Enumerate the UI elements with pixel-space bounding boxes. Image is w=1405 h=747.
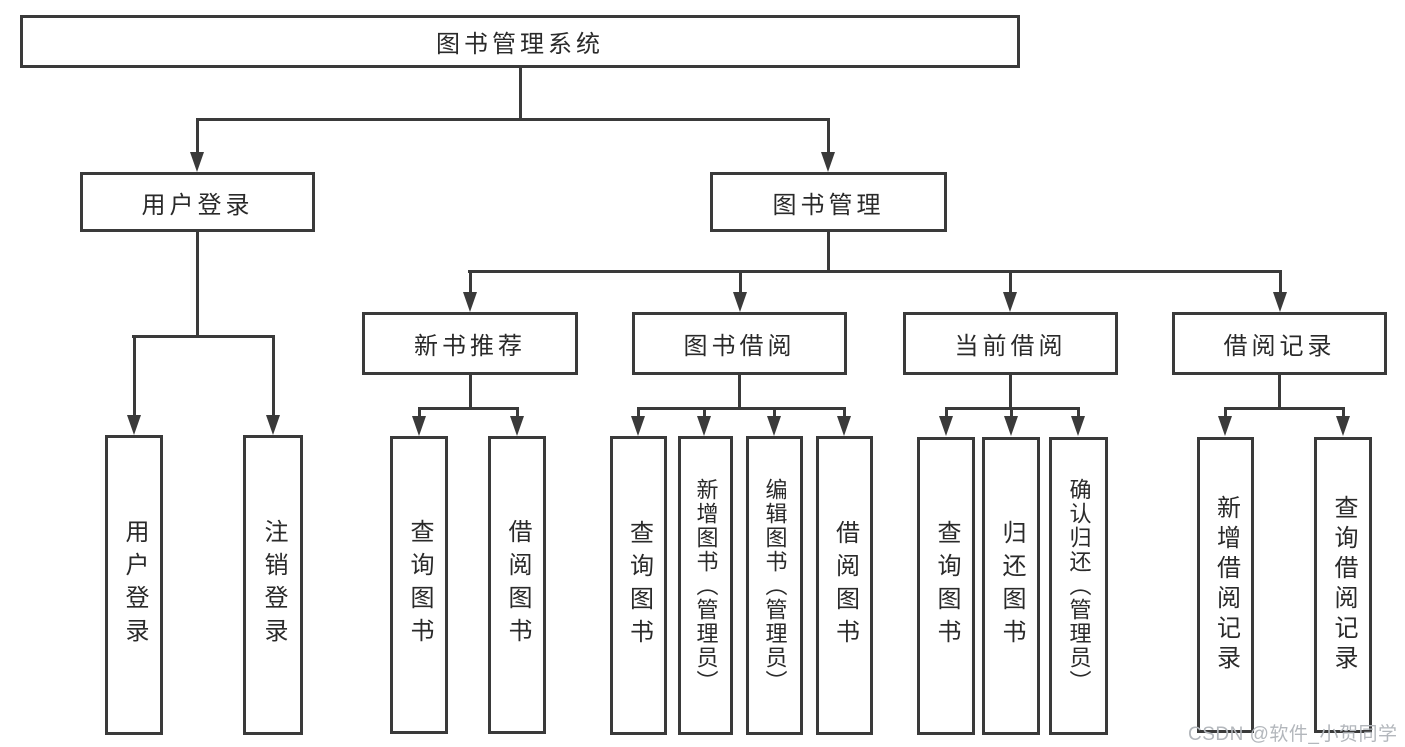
node-book-management: 图书管理 [710,172,947,232]
connector-stem [637,407,640,417]
connector-stem [516,407,519,417]
connector-stem [945,407,948,417]
connector-user-login-bus [132,335,274,338]
leaf-return-books: 归还图书 [982,437,1040,735]
leaf-add-books-admin-label: 新增图书（管理员） [693,477,719,694]
connector-book-mgmt-bus [468,270,1281,273]
arrow-down-icon [1071,416,1085,436]
leaf-confirm-return-admin: 确认归还（管理员） [1049,437,1108,735]
node-root: 图书管理系统 [20,15,1020,68]
leaf-add-books-admin: 新增图书（管理员） [678,436,733,735]
arrow-down-icon [767,416,781,436]
node-user-login: 用户登录 [80,172,315,232]
connector-trunk [469,375,472,407]
leaf-user-login-label: 用户登录 [121,519,148,651]
node-book-borrow-label: 图书借阅 [683,333,796,360]
connector-trunk [1009,375,1012,407]
leaf-query-books-1-label: 查询图书 [406,519,433,651]
connector-stem [196,118,199,152]
arrow-down-icon [821,152,835,172]
arrow-down-icon [1003,292,1017,312]
arrow-down-icon [266,415,280,435]
leaf-borrow-books-2: 借阅图书 [816,436,873,735]
node-borrow-record-label: 借阅记录 [1223,333,1336,360]
leaf-query-books-2-label: 查询图书 [625,519,653,652]
arrow-down-icon [631,416,645,436]
arrow-down-icon [412,416,426,436]
connector-stem [418,407,421,417]
connector-stem [1009,270,1012,293]
arrow-down-icon [463,292,477,312]
node-borrow-record: 借阅记录 [1172,312,1387,375]
arrow-down-icon [1336,416,1350,436]
node-new-book-recommend-label: 新书推荐 [414,333,526,360]
connector-stem [843,407,846,417]
leaf-user-login: 用户登录 [105,435,163,735]
connector-stem [703,407,706,417]
arrow-down-icon [1273,292,1287,312]
arrow-down-icon [837,416,851,436]
arrow-down-icon [939,416,953,436]
node-user-login-label: 用户登录 [141,191,254,219]
leaf-add-borrow-record: 新增借阅记录 [1197,437,1254,733]
leaf-borrow-books-1: 借阅图书 [488,436,546,734]
arrow-down-icon [1004,416,1018,436]
arrow-down-icon [510,416,524,436]
node-book-borrow: 图书借阅 [632,312,847,375]
node-book-management-label: 图书管理 [772,191,885,219]
connector-bus [418,407,519,410]
connector-stem [739,270,742,293]
leaf-query-books-2: 查询图书 [610,436,667,735]
connector-trunk [1278,375,1281,407]
leaf-borrow-books-2-label: 借阅图书 [831,519,859,652]
connector-book-mgmt-trunk [827,232,830,270]
connector-stem [133,335,136,415]
leaf-logout-label: 注销登录 [260,519,287,651]
connector-stem [1342,407,1345,417]
leaf-query-books-3: 查询图书 [917,437,975,735]
csdn-watermark: CSDN @软件_小贺同学 [1188,724,1398,745]
arrow-down-icon [733,292,747,312]
node-root-label: 图书管理系统 [436,31,604,58]
connector-user-login-trunk [196,232,199,335]
connector-stem [827,118,830,152]
connector-stem [1224,407,1227,417]
leaf-borrow-books-1-label: 借阅图书 [504,519,531,651]
node-current-borrow-label: 当前借阅 [954,333,1067,360]
arrow-down-icon [127,415,141,435]
leaf-edit-books-admin-label: 编辑图书（管理员） [762,477,788,694]
connector-root-trunk [519,68,522,118]
leaf-edit-books-admin: 编辑图书（管理员） [746,436,803,735]
connector-stem [1077,407,1080,417]
node-current-borrow: 当前借阅 [903,312,1118,375]
leaf-add-borrow-record-label: 新增借阅记录 [1212,495,1240,675]
connector-stem [1010,407,1013,417]
connector-stem [1279,270,1282,293]
connector-stem [272,335,275,415]
leaf-query-books-3-label: 查询图书 [933,520,960,652]
leaf-return-books-label: 归还图书 [998,520,1025,652]
connector-trunk [738,375,741,407]
connector-stem [773,407,776,417]
arrow-down-icon [1218,416,1232,436]
connector-stem [469,270,472,293]
arrow-down-icon [697,416,711,436]
leaf-logout: 注销登录 [243,435,303,735]
arrow-down-icon [190,152,204,172]
connector-root-bus [196,118,830,121]
leaf-confirm-return-admin-label: 确认归还（管理员） [1066,478,1092,694]
connector-bus [637,407,845,410]
leaf-query-borrow-record: 查询借阅记录 [1314,437,1372,733]
connector-bus [1224,407,1344,410]
leaf-query-books-1: 查询图书 [390,436,448,734]
leaf-query-borrow-record-label: 查询借阅记录 [1330,495,1357,675]
node-new-book-recommend: 新书推荐 [362,312,578,375]
